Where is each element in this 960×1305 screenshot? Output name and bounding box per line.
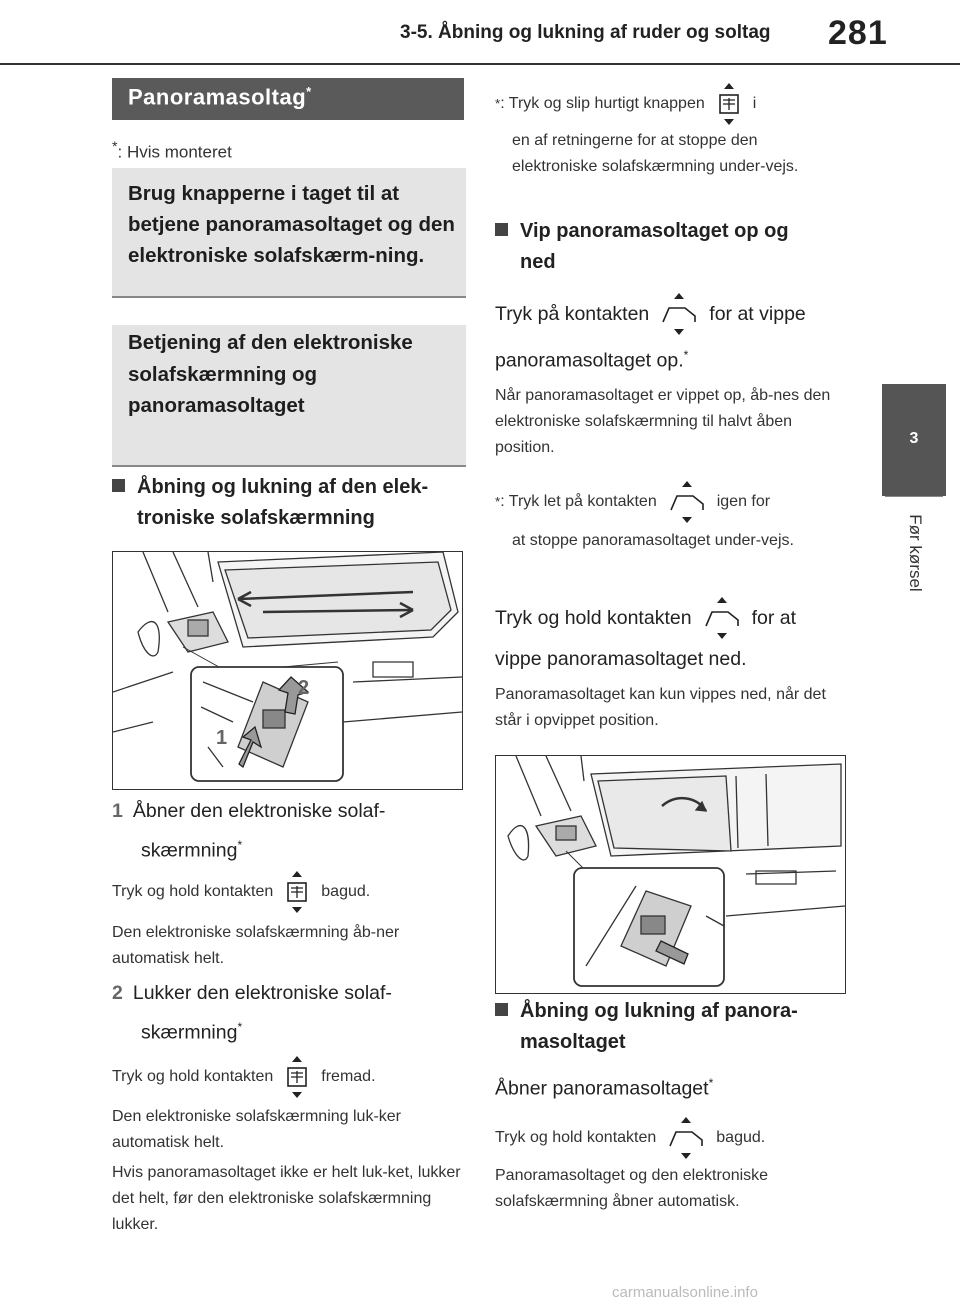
tilt-down-instruction: Tryk og hold kontakten for at xyxy=(495,596,796,640)
tilt-down-note: Panoramasoltaget kan kun vippes ned, når… xyxy=(495,686,826,729)
footnote-stop-shade: *: Tryk og slip hurtigt knappen i xyxy=(495,82,756,126)
title-banner: Panoramasoltag* xyxy=(112,78,464,120)
open-roof-press: Tryk og hold kontakten bagud. xyxy=(495,1116,765,1160)
intro-text: Brug knapperne i taget til at betjene pa… xyxy=(128,182,455,267)
banner-title: Panoramasoltag xyxy=(128,84,307,110)
header-divider xyxy=(0,63,960,65)
tilt-up-instruction-l2: panoramasoltaget op.* xyxy=(495,348,689,372)
tilt-roof-illustration xyxy=(495,755,846,994)
callout-2: 2 xyxy=(298,677,310,699)
shade-switch-icon xyxy=(287,871,308,913)
footnote-monteret: *: Hvis monteret xyxy=(112,139,232,162)
callout-1: 1 xyxy=(216,727,228,749)
step-2-press: Tryk og hold kontakten fremad. xyxy=(112,1055,376,1099)
step-1-press: Tryk og hold kontakten bagud. xyxy=(112,870,370,914)
section-title: 3-5. Åbning og lukning af ruder og solta… xyxy=(400,22,771,43)
open-roof-title: Åbner panoramasoltaget* xyxy=(495,1076,714,1100)
chapter-tab xyxy=(882,384,946,496)
footnote-mark: * xyxy=(306,84,312,99)
subheading-tilt: Vip panoramasoltaget op og ned xyxy=(495,216,789,278)
roof-switch-icon xyxy=(669,481,704,523)
roof-switch-icon xyxy=(669,1117,704,1159)
footnote-stop-shade-rest: en af retningerne for at stoppe den elek… xyxy=(512,132,799,175)
shade-switch-icon xyxy=(287,1056,308,1098)
subheading-roof: Åbning og lukning af panora- masoltaget xyxy=(495,996,798,1058)
roof-switch-icon xyxy=(704,597,739,639)
open-roof-note: Panoramasoltaget og den elektroniske sol… xyxy=(495,1167,769,1210)
section-box-text: Betjening af den elektroniske solafskærm… xyxy=(128,331,413,417)
footnote-stop-roof: *: Tryk let på kontakten igen for xyxy=(495,480,770,524)
chapter-label: Før kørsel xyxy=(906,514,925,592)
page-number: 281 xyxy=(828,14,888,52)
shade-switch-icon xyxy=(718,83,739,125)
watermark: carmanualsonline.info xyxy=(612,1284,758,1301)
roof-switch-icon xyxy=(662,293,697,335)
step-2-note-2: Hvis panoramasoltaget ikke er helt luk-k… xyxy=(112,1164,461,1233)
step-1-note: Den elektroniske solafskærmning åb-ner a… xyxy=(112,924,400,967)
chapter-tab-divider xyxy=(885,496,943,497)
footnote-stop-roof-rest: at stoppe panoramasoltaget under-vejs. xyxy=(512,532,794,549)
section-box: Betjening af den elektroniske solafskærm… xyxy=(112,325,466,467)
subheading-sunshade: Åbning og lukning af den elek- troniske … xyxy=(112,472,428,534)
sunshade-illustration: 2 1 xyxy=(112,551,463,790)
chapter-number: 3 xyxy=(909,430,919,447)
tilt-down-instruction-l2: vippe panoramasoltaget ned. xyxy=(495,648,747,670)
tilt-up-instruction: Tryk på kontakten for at vippe xyxy=(495,292,806,336)
step-2-note-1: Den elektroniske solafskærmning luk-ker … xyxy=(112,1108,401,1151)
tilt-up-note: Når panoramasoltaget er vippet op, åb-ne… xyxy=(495,387,831,456)
intro-box: Brug knapperne i taget til at betjene pa… xyxy=(112,168,466,298)
